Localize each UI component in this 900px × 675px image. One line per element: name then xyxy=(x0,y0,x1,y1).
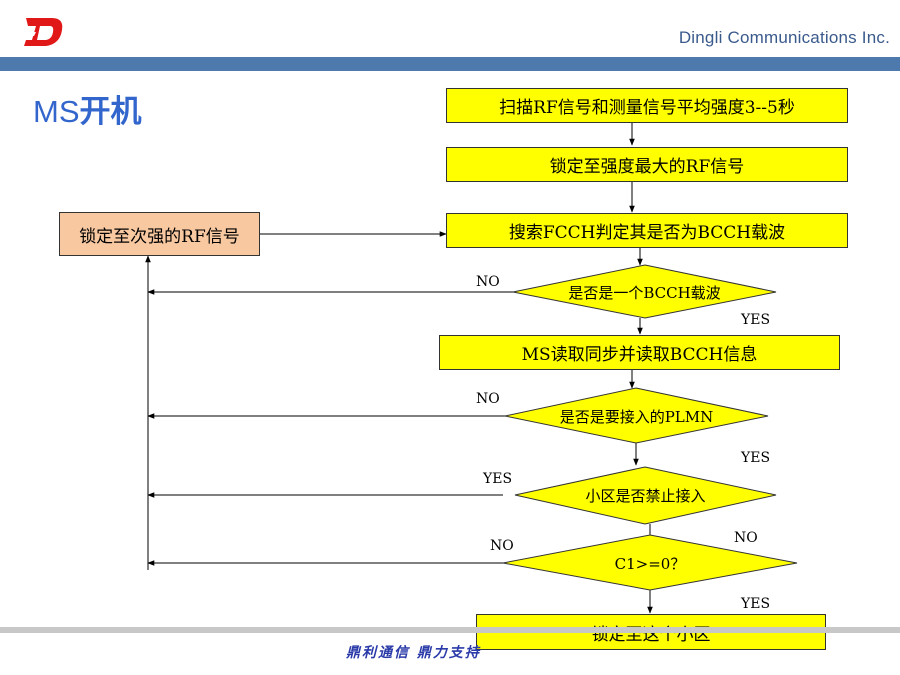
page-title: MS开机 xyxy=(33,86,142,131)
step-search-fcch: 搜索FCCH判定其是否为BCCH载波 xyxy=(446,213,848,248)
footer-bar xyxy=(0,627,900,633)
title-cjk: 开机 xyxy=(79,94,142,129)
label-yes-bcch: YES xyxy=(741,312,771,328)
footer-slogan: 鼎利通信 鼎力支持 xyxy=(346,645,481,661)
label-no-barred: NO xyxy=(734,530,758,546)
decision-plmn-shape xyxy=(504,387,769,444)
side-lock-next-strongest: 锁定至次强的RF信号 xyxy=(59,212,260,256)
label-no-plmn: NO xyxy=(476,391,500,407)
decision-is-bcch-label: 是否是一个BCCH载波 xyxy=(568,283,721,302)
dingli-logo xyxy=(22,18,63,46)
label-yes-c1: YES xyxy=(741,596,771,612)
step-lock-strongest: 锁定至强度最大的RF信号 xyxy=(446,147,848,182)
label-yes-plmn: YES xyxy=(741,450,771,466)
title-latin: MS xyxy=(33,94,80,129)
decision-c1-shape xyxy=(502,534,798,591)
decision-plmn-label: 是否是要接入的PLMN xyxy=(559,407,714,426)
decision-c1-label: C1>=0？ xyxy=(614,554,686,573)
decision-barred-label: 小区是否禁止接入 xyxy=(585,486,706,505)
step-read-sync: MS读取同步并读取BCCH信息 xyxy=(439,335,840,370)
step-scan-rf: 扫描RF信号和测量信号平均强度3--5秒 xyxy=(446,88,848,123)
decision-is-bcch-shape xyxy=(512,264,777,319)
label-no-c1: NO xyxy=(490,538,514,554)
label-no-bcch: NO xyxy=(476,274,500,290)
label-yes-barred: YES xyxy=(483,471,513,487)
decision-barred-shape xyxy=(514,466,777,525)
company-name: Dingli Communications Inc. xyxy=(678,28,890,47)
header-bar xyxy=(0,57,900,71)
